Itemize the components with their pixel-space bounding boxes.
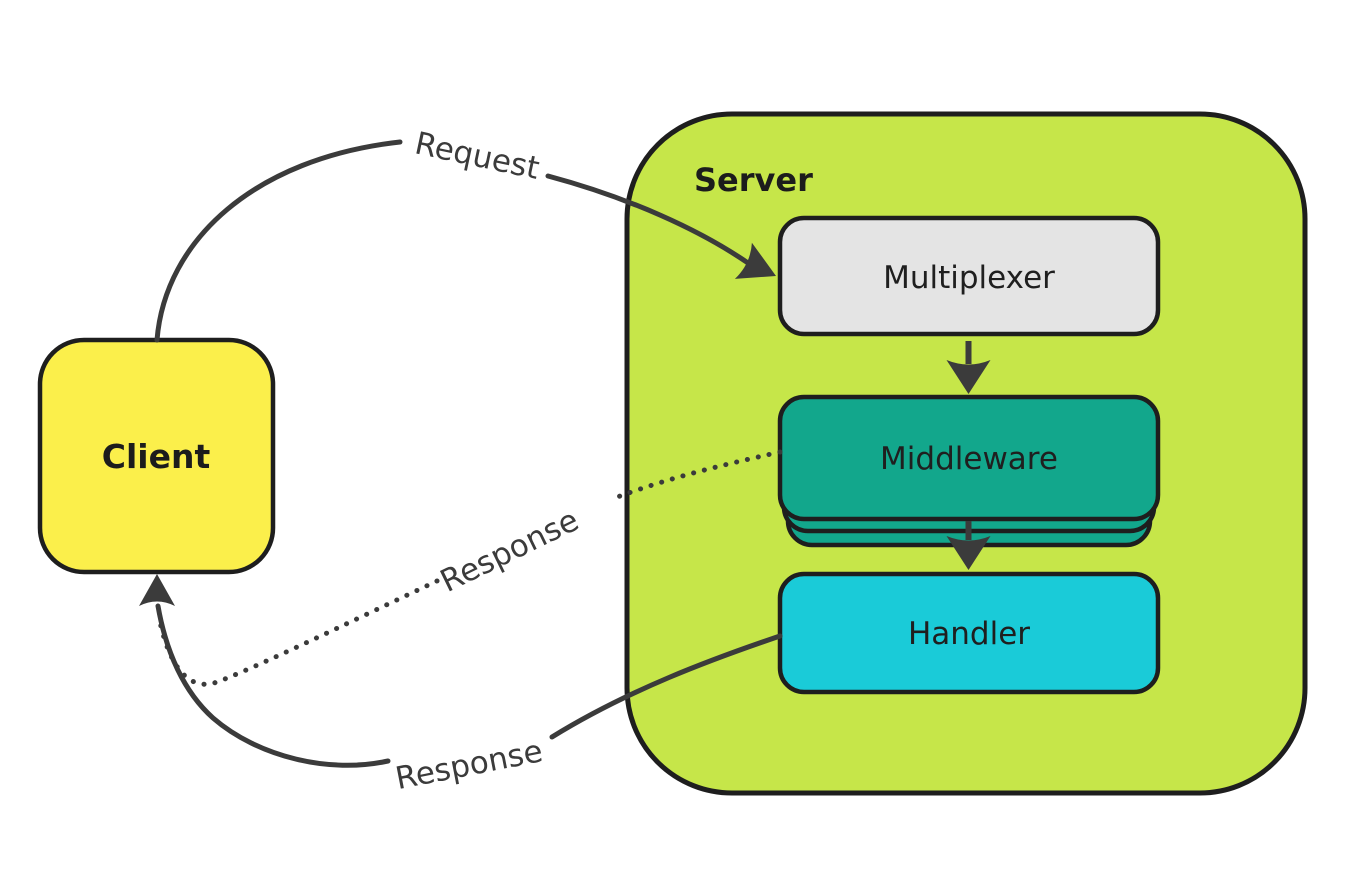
edge-response-handler-segment-1 bbox=[549, 633, 783, 740]
edge-response-middleware-segment-1 bbox=[609, 449, 783, 502]
arrowhead-middleware-to-handler bbox=[946, 536, 991, 570]
edge-response-handler-segment-2 bbox=[155, 603, 391, 768]
request-edge-label: Request bbox=[412, 126, 543, 187]
multiplexer-node bbox=[777, 215, 1161, 337]
response-handler-edge-label: Response bbox=[393, 733, 546, 797]
handler-label: Handler bbox=[908, 616, 1030, 652]
edge-request-segment-1 bbox=[154, 139, 403, 343]
handler-node bbox=[777, 571, 1161, 695]
response-middleware-edge-label: Response bbox=[435, 502, 585, 600]
middleware-node bbox=[777, 394, 1161, 522]
arrowhead-multiplexer-to-middleware bbox=[946, 360, 991, 394]
edge-request-segment-2 bbox=[545, 173, 751, 266]
middleware-label: Middleware bbox=[880, 441, 1058, 477]
client-label: Client bbox=[102, 437, 211, 476]
arrowhead-request bbox=[734, 242, 776, 279]
multiplexer-label: Multiplexer bbox=[883, 260, 1055, 296]
arrowhead-response-to-client bbox=[139, 574, 175, 606]
server-label: Server bbox=[694, 161, 813, 199]
edge-response-middleware-segment-2 bbox=[157, 578, 440, 687]
